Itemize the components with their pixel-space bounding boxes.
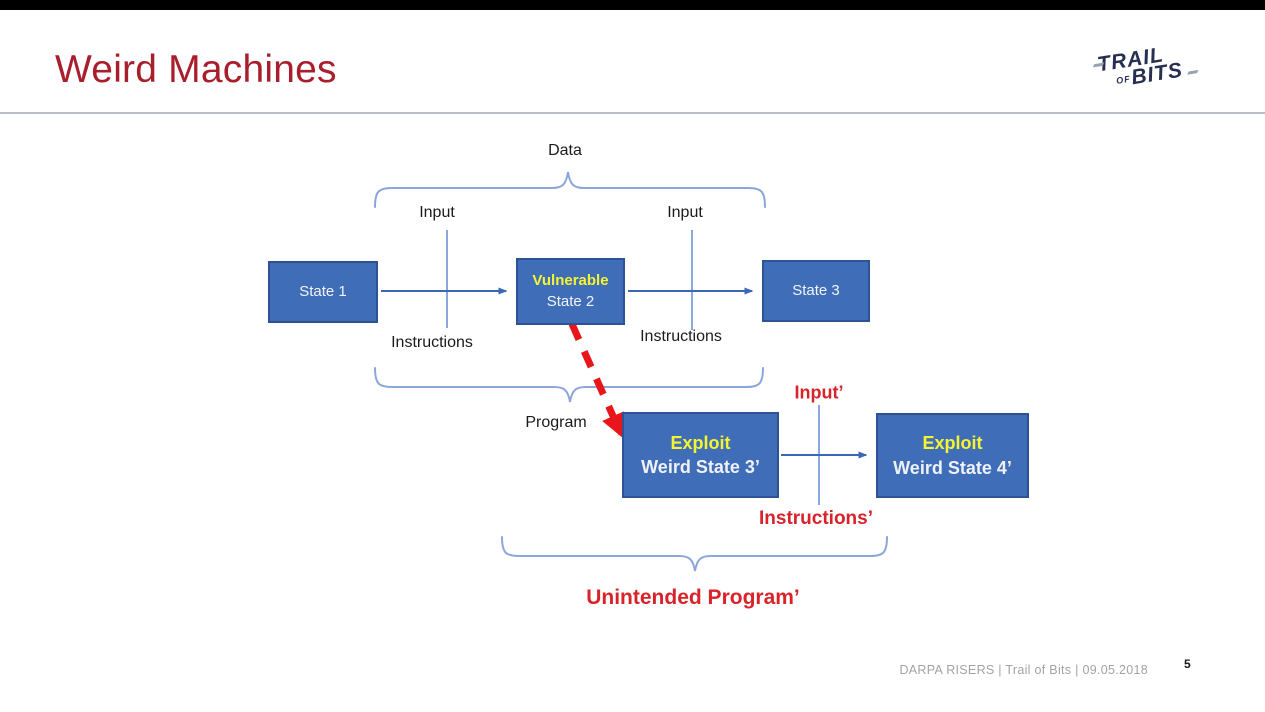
- state3-label: State 3: [792, 281, 840, 299]
- instructions-prime-label: Instructions’: [758, 508, 874, 529]
- state1-box: State 1: [268, 261, 378, 323]
- slide-title: Weird Machines: [55, 48, 337, 91]
- exploit-weird-state3-box: Exploit Weird State 3’: [622, 412, 779, 498]
- state3-box: State 3: [762, 260, 870, 322]
- page-number: 5: [1184, 657, 1191, 671]
- trail-of-bits-logo: TRAIL OFBITS: [1092, 37, 1224, 115]
- input-label-right: Input: [667, 204, 703, 221]
- data-label: Data: [548, 142, 582, 159]
- input-label-left: Input: [419, 204, 455, 221]
- instructions-label-left: Instructions: [391, 334, 473, 351]
- logo-text-of: OF: [1115, 73, 1132, 86]
- exploit-weird-state4-box: Exploit Weird State 4’: [876, 413, 1029, 498]
- state2-label: State 2: [546, 292, 595, 310]
- top-black-bar: [0, 0, 1265, 10]
- title-divider: [0, 112, 1265, 114]
- state1-label: State 1: [299, 282, 347, 300]
- unintended-program-label: Unintended Program’: [586, 586, 800, 609]
- input-prime-label: Input’: [794, 382, 844, 403]
- instructions-label-right: Instructions: [640, 328, 722, 345]
- weird-state4-label: Weird State 4’: [893, 457, 1012, 478]
- program-label: Program: [525, 414, 587, 431]
- brace-unintended-program: [501, 536, 888, 572]
- brace-program: [374, 367, 764, 403]
- brace-data: [374, 171, 766, 208]
- slide-footer: DARPA RISERS | Trail of Bits | 09.05.201…: [899, 663, 1148, 677]
- exploit-label: Exploit: [922, 433, 983, 454]
- weird-state3-label: Weird State 3’: [641, 457, 760, 477]
- vulnerable-label: Vulnerable: [532, 272, 609, 290]
- exploit-label: Exploit: [670, 432, 731, 453]
- vulnerable-state2-box: Vulnerable State 2: [516, 258, 625, 325]
